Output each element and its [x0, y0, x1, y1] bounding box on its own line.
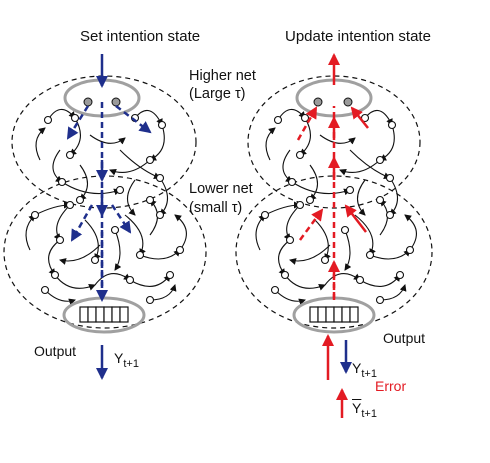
higher-tau-label: (Large τ) [189, 86, 246, 102]
error-label: Error [375, 378, 407, 394]
target-ybar-symbol: Yt+1 [352, 400, 377, 420]
left-upper-boundary [11, 75, 197, 209]
left-lower-boundary [3, 175, 207, 329]
right-output-layer [309, 306, 359, 323]
right-neurons [260, 113, 415, 305]
left-connections [25, 108, 187, 306]
right-connections [255, 108, 417, 306]
left-network [3, 54, 207, 380]
right-network [235, 53, 433, 418]
right-header: Update intention state [285, 28, 431, 45]
right-intention-units [313, 97, 353, 107]
left-header: Set intention state [80, 28, 201, 45]
right-y-symbol: Yt+1 [352, 360, 377, 380]
right-output-label: Output [383, 330, 426, 346]
lower-net-label: Lower net [189, 181, 253, 197]
left-neurons [30, 113, 185, 305]
right-intention-ellipse [295, 78, 373, 118]
left-output-layer [79, 306, 129, 323]
higher-net-label: Higher net [189, 68, 256, 84]
right-red-arrows [296, 53, 369, 418]
lower-tau-label: (small τ) [189, 200, 243, 216]
left-output-label: Output [34, 343, 77, 359]
left-y-symbol: Yt+1 [114, 350, 139, 370]
right-lower-boundary [235, 175, 433, 329]
left-blue-arrows [66, 54, 152, 380]
